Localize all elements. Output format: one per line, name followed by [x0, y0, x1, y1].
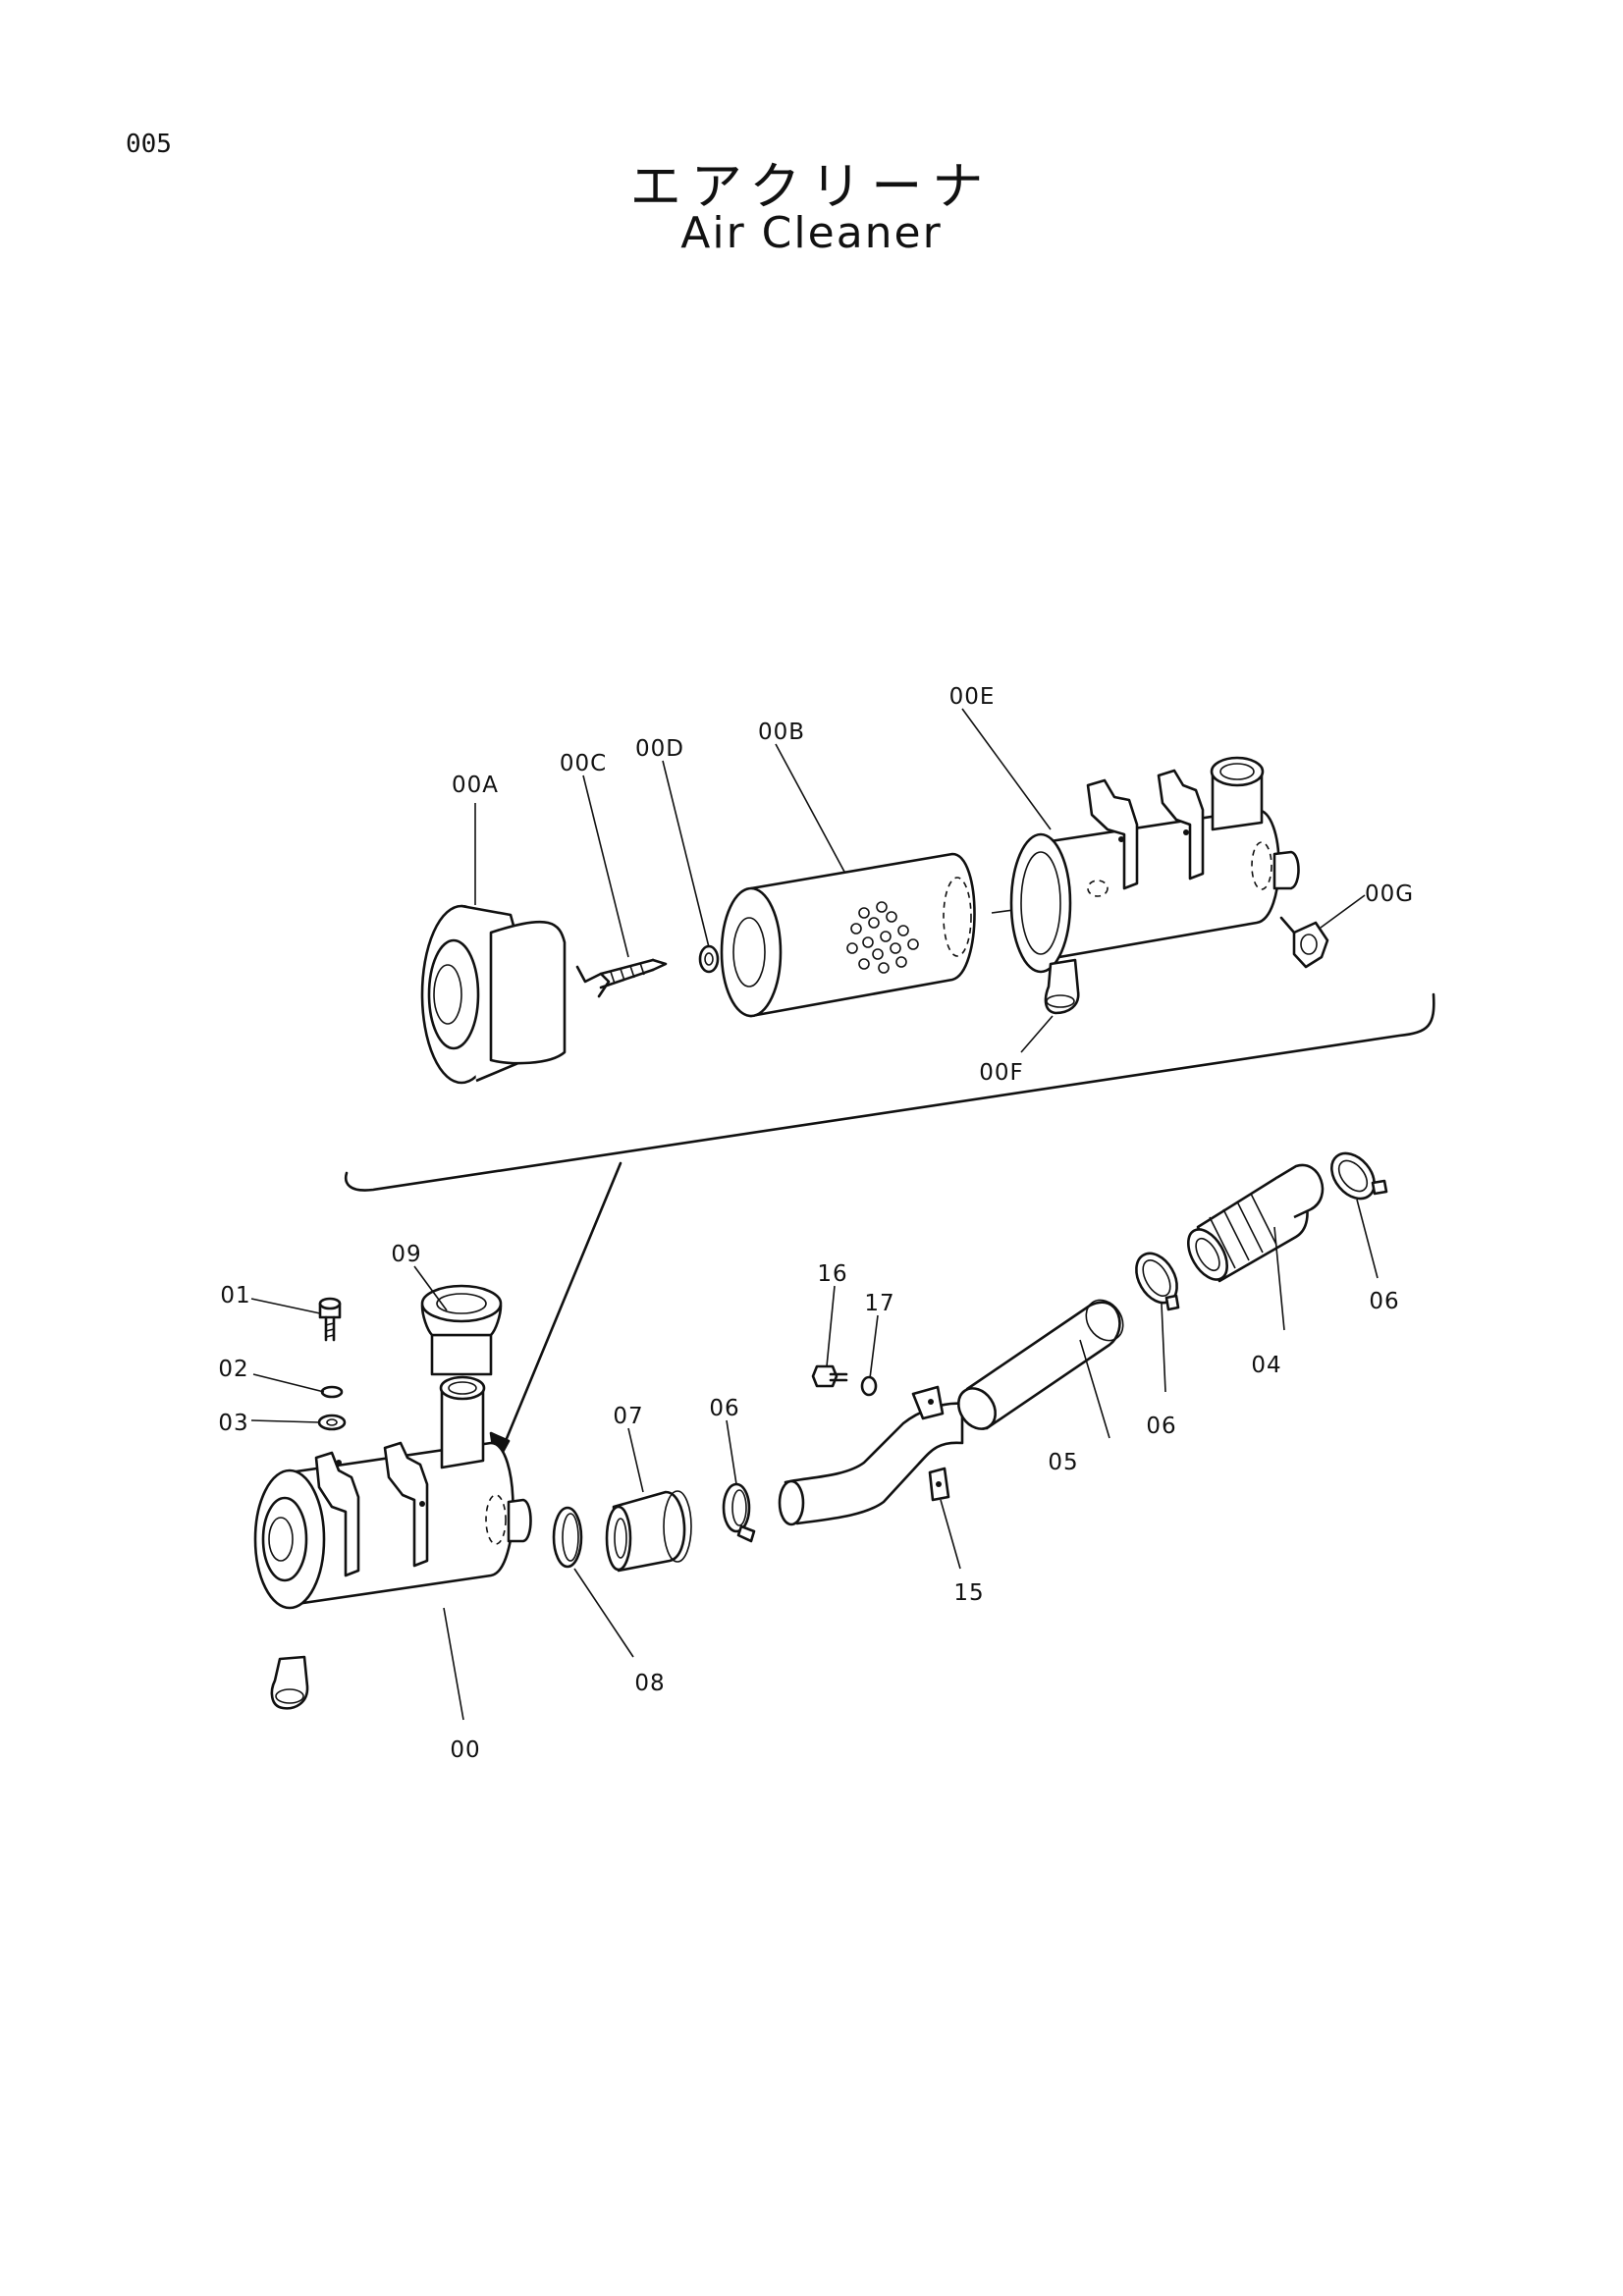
- part-06-clamp-b: [1135, 1252, 1180, 1311]
- label-06-c: 06: [1369, 1289, 1399, 1314]
- assembly-bracket: [344, 992, 1435, 1192]
- label-01: 01: [220, 1283, 250, 1308]
- part-05-hose: [956, 1299, 1124, 1430]
- label-06-b: 06: [1146, 1414, 1176, 1439]
- part-00D-washer: [698, 944, 720, 974]
- part-01-bolt: [318, 1297, 342, 1342]
- part-08-clamp: [552, 1506, 583, 1569]
- label-15: 15: [953, 1580, 984, 1606]
- label-02: 02: [218, 1357, 248, 1382]
- part-00G-indicator: [1279, 916, 1329, 969]
- part-labels: 00A 00C 00D 00B 00E 00G 00F 09 01 02 03 …: [218, 684, 1414, 1763]
- part-00-air-cleaner-assembly: [253, 1375, 532, 1710]
- part-04-boot: [1187, 1163, 1325, 1283]
- label-16: 16: [817, 1261, 847, 1287]
- page-number: 005: [126, 130, 172, 159]
- label-00G: 00G: [1365, 881, 1414, 907]
- part-00A-cap: [420, 904, 567, 1085]
- label-00B: 00B: [758, 720, 805, 745]
- part-07-adapter: [605, 1490, 692, 1573]
- label-04: 04: [1251, 1353, 1281, 1378]
- label-07: 07: [613, 1404, 643, 1429]
- part-00C-bolt: [575, 958, 668, 998]
- part-06-clamp-a: [722, 1482, 756, 1543]
- leader-lines: [250, 708, 1379, 1721]
- part-03-washer: [317, 1414, 347, 1431]
- part-00B-filter-element: [720, 852, 1052, 1018]
- label-00E: 00E: [949, 684, 996, 710]
- label-06-a: 06: [709, 1396, 739, 1421]
- label-17: 17: [864, 1291, 894, 1316]
- part-17-washer: [860, 1375, 878, 1397]
- label-08: 08: [634, 1671, 665, 1696]
- part-15-bent-pipe: [778, 1385, 964, 1526]
- part-16-bolt: [811, 1364, 848, 1388]
- part-09-cap: [420, 1284, 503, 1376]
- part-02-spring-washer: [320, 1385, 344, 1399]
- part-06-clamp-c: [1330, 1151, 1388, 1201]
- assembly-arrow-line: [494, 1161, 622, 1467]
- label-00F: 00F: [979, 1060, 1024, 1086]
- label-00A: 00A: [452, 773, 499, 798]
- label-00: 00: [450, 1737, 480, 1763]
- label-05: 05: [1048, 1450, 1078, 1475]
- label-09: 09: [391, 1242, 421, 1267]
- page-title-japanese: エアクリーナ: [629, 158, 994, 217]
- label-03: 03: [218, 1411, 248, 1436]
- label-00C: 00C: [560, 751, 607, 776]
- part-00E-housing: [1009, 756, 1300, 1015]
- page-title-english: Air Cleaner: [680, 208, 943, 258]
- label-00D: 00D: [635, 736, 684, 762]
